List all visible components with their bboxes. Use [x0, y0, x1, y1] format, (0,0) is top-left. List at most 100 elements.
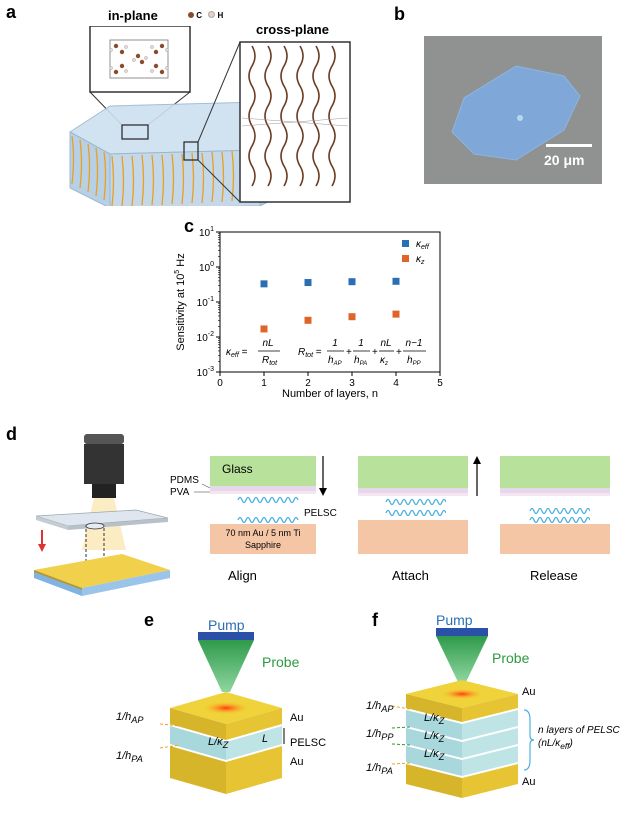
- h-ap-label-e: 1/hAP: [116, 711, 144, 726]
- svg-text:nL: nL: [262, 338, 273, 349]
- svg-text:Rtot: Rtot: [262, 355, 278, 367]
- carbon-atom-icon: [188, 12, 194, 18]
- h-pa-label-f: 1/hPA: [366, 762, 393, 777]
- x-axis-label: Number of layers, n: [282, 388, 378, 400]
- data-point-series-0: [392, 277, 400, 285]
- flake-image: [451, 65, 581, 161]
- in-plane-region-marker: [121, 124, 149, 140]
- au-bottom-label-f: Au: [522, 776, 536, 788]
- down-arrow-icon: [319, 456, 327, 496]
- glass-slab-attach: [358, 456, 468, 488]
- substrate-attach: [358, 520, 468, 554]
- substrate-release: [500, 524, 610, 554]
- l-kz-label-e: L/κZ: [208, 736, 229, 751]
- pdms-label: PDMS: [170, 475, 199, 486]
- probe-label-f: Probe: [492, 650, 530, 666]
- x-tick-label: 1: [261, 378, 267, 389]
- y-tick-label: 10-3: [197, 366, 214, 379]
- pump-label-e: Pump: [208, 617, 245, 633]
- glass-label: Glass: [222, 462, 253, 476]
- substrate-line2: Sapphire: [244, 540, 282, 550]
- pva-layer: [210, 491, 316, 494]
- atom-legend: C H: [188, 11, 223, 20]
- svg-text:hAP: hAP: [328, 355, 342, 367]
- glass-slab-release: [500, 456, 610, 488]
- pelsc-label: PELSC: [304, 508, 337, 519]
- step-release-label: Release: [530, 568, 578, 583]
- probe-label-e: Probe: [262, 654, 300, 670]
- n-layers-label: n layers of PELSC (nL/κeff): [538, 724, 620, 753]
- layers-brace: [523, 709, 535, 771]
- svg-text:Rtot =: Rtot =: [298, 347, 322, 359]
- x-tick-label: 0: [217, 378, 223, 389]
- data-point-series-1: [392, 310, 400, 318]
- panel-a-illustration: [69, 26, 351, 206]
- y-tick-label: 10-2: [197, 331, 214, 344]
- pva-layer-release: [500, 493, 610, 496]
- au-top-label-f: Au: [522, 686, 536, 698]
- svg-text:+: +: [346, 347, 352, 358]
- step-align-label: Align: [228, 568, 257, 583]
- x-tick-label: 2: [305, 378, 311, 389]
- cross-plane-label: cross-plane: [256, 22, 329, 37]
- pelsc-flakes-align: [237, 496, 299, 524]
- cross-plane-chains: [248, 45, 336, 187]
- y-tick-label: 100: [199, 261, 214, 274]
- svg-text:1: 1: [332, 338, 338, 349]
- x-tick-label: 3: [349, 378, 355, 389]
- data-points: [260, 277, 400, 333]
- au-top-label-e: Au: [290, 712, 304, 724]
- panel-label-a: a: [6, 2, 17, 22]
- hydrogen-atom-icon: [208, 11, 216, 18]
- l-kz-label-f1: L/κZ: [424, 712, 445, 727]
- pva-label: PVA: [170, 487, 190, 498]
- svg-text:κz: κz: [380, 355, 388, 367]
- pump-label-f: Pump: [436, 612, 473, 628]
- substrate-line1: 70 nm Au / 5 nm Ti: [225, 528, 301, 538]
- optical-micrograph: 20 μm: [424, 36, 602, 184]
- y-tick-label: 101: [199, 226, 214, 239]
- pva-layer-attach: [358, 493, 468, 496]
- tdtr-multi-layer: [392, 628, 535, 798]
- legend-label-keff: κeff: [416, 239, 430, 251]
- svg-text:hPA: hPA: [354, 355, 367, 367]
- au-bottom-label-e: Au: [290, 756, 304, 768]
- pdms-layer: [210, 486, 316, 491]
- panel-label-c: c: [184, 216, 195, 236]
- h-ap-label-f: 1/hAP: [366, 700, 394, 715]
- up-arrow-icon: [473, 456, 481, 496]
- legend-swatch-kz: [402, 255, 409, 262]
- svg-text:hPP: hPP: [407, 355, 421, 367]
- n-layers-line2: (nL/κeff): [538, 738, 573, 751]
- thickness-label-e: L: [262, 733, 269, 745]
- in-plane-label: in-plane: [108, 8, 158, 23]
- chart-legend: κeff κz: [402, 239, 430, 266]
- hydrogen-legend-label: H: [217, 11, 224, 20]
- pelsc-flakes-attach: [385, 498, 446, 517]
- x-tick-label: 4: [393, 378, 399, 389]
- pdms-layer-attach: [358, 488, 468, 493]
- data-point-series-0: [304, 279, 312, 287]
- objective-icon: [84, 434, 124, 444]
- equation-rtot: Rtot = 1 hAP + 1 hPA + nL κz + n−1 hPP: [298, 338, 426, 367]
- data-point-series-1: [348, 313, 356, 321]
- equation-keff: κeff = nL Rtot: [226, 338, 280, 367]
- transfer-setup-illustration: [34, 434, 170, 596]
- svg-text:nL: nL: [380, 338, 391, 349]
- l-kz-label-f2: L/κZ: [424, 730, 445, 745]
- in-plane-molecules: [113, 43, 165, 75]
- y-axis-label: Sensitivity at 105 Hz: [174, 253, 187, 350]
- svg-text:n−1: n−1: [406, 338, 423, 349]
- legend-label-kz: κz: [416, 254, 425, 266]
- legend-swatch-keff: [402, 240, 409, 247]
- svg-text:κeff =: κeff =: [226, 347, 248, 359]
- label-leaders: [194, 483, 211, 493]
- substrate-align: 70 nm Au / 5 nm Ti Sapphire: [210, 524, 316, 554]
- panel-label-d: d: [6, 424, 17, 444]
- data-point-series-1: [304, 316, 312, 324]
- svg-text:+: +: [372, 347, 378, 358]
- step-attach-label: Attach: [392, 568, 429, 583]
